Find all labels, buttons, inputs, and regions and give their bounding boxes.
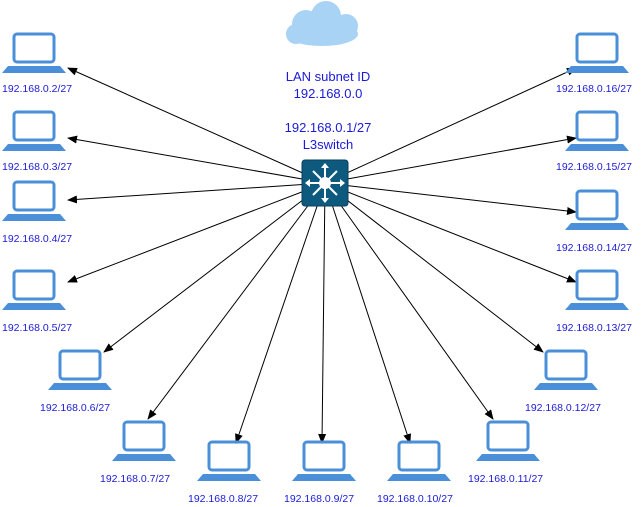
connection-line bbox=[67, 182, 326, 204]
laptop-icon[interactable] bbox=[565, 32, 629, 73]
laptop-icon[interactable] bbox=[565, 269, 629, 310]
l3switch-icon[interactable] bbox=[301, 159, 349, 207]
connection-line bbox=[324, 182, 577, 283]
hosts-group: 192.168.0.2/27 192.168.0.3/27 192.168.0.4/… bbox=[2, 32, 632, 505]
laptop-icon[interactable] bbox=[534, 349, 598, 390]
laptop-icon[interactable] bbox=[565, 189, 629, 230]
host-ip-label: 192.168.0.15/27 bbox=[556, 161, 632, 173]
host-ip-label: 192.168.0.10/27 bbox=[377, 493, 453, 505]
connection-line bbox=[67, 182, 326, 283]
laptop-icon[interactable] bbox=[2, 110, 66, 151]
host-ip-label: 192.168.0.8/27 bbox=[188, 493, 258, 505]
connection-line bbox=[67, 135, 326, 184]
laptop-icon[interactable] bbox=[476, 420, 540, 461]
subnet-id: 192.168.0.0 bbox=[294, 86, 363, 101]
connection-line bbox=[67, 67, 326, 184]
connection-line bbox=[324, 182, 412, 444]
host-ip-label: 192.168.0.16/27 bbox=[556, 83, 632, 95]
host-ip-label: 192.168.0.9/27 bbox=[284, 493, 354, 505]
cloud-icon bbox=[286, 1, 358, 46]
host-ip-label: 192.168.0.3/27 bbox=[2, 161, 72, 173]
laptop-icon[interactable] bbox=[565, 110, 629, 151]
laptop-icon[interactable] bbox=[112, 420, 176, 461]
subnet-label: LAN subnet ID bbox=[286, 69, 371, 84]
laptop-icon[interactable] bbox=[48, 349, 112, 390]
connection-line bbox=[324, 182, 577, 215]
connection-line bbox=[324, 182, 494, 420]
host-ip-label: 192.168.0.2/27 bbox=[2, 83, 72, 95]
laptop-icon[interactable] bbox=[292, 440, 356, 481]
host-ip-label: 192.168.0.4/27 bbox=[2, 233, 72, 245]
host-ip-label: 192.168.0.13/27 bbox=[556, 322, 632, 334]
laptop-icon[interactable] bbox=[2, 32, 66, 73]
connection-line bbox=[147, 182, 326, 420]
connection-line bbox=[318, 182, 327, 444]
connection-line bbox=[324, 67, 577, 184]
connection-lines bbox=[67, 67, 577, 444]
laptop-icon[interactable] bbox=[2, 180, 66, 221]
host-ip-label: 192.168.0.14/27 bbox=[556, 242, 632, 254]
connection-line bbox=[324, 182, 544, 353]
laptop-icon[interactable] bbox=[2, 269, 66, 310]
laptop-icon[interactable] bbox=[387, 440, 451, 481]
connection-line bbox=[324, 135, 577, 184]
connection-line bbox=[103, 182, 326, 353]
host-ip-label: 192.168.0.7/27 bbox=[100, 473, 170, 485]
laptop-icon[interactable] bbox=[197, 440, 261, 481]
switch-ip: 192.168.0.1/27 bbox=[285, 120, 372, 135]
connection-line bbox=[235, 182, 326, 444]
switch-name: L3switch bbox=[303, 137, 354, 152]
host-ip-label: 192.168.0.11/27 bbox=[468, 473, 543, 485]
host-ip-label: 192.168.0.12/27 bbox=[525, 402, 601, 414]
host-ip-label: 192.168.0.5/27 bbox=[2, 322, 72, 334]
host-ip-label: 192.168.0.6/27 bbox=[40, 402, 110, 414]
